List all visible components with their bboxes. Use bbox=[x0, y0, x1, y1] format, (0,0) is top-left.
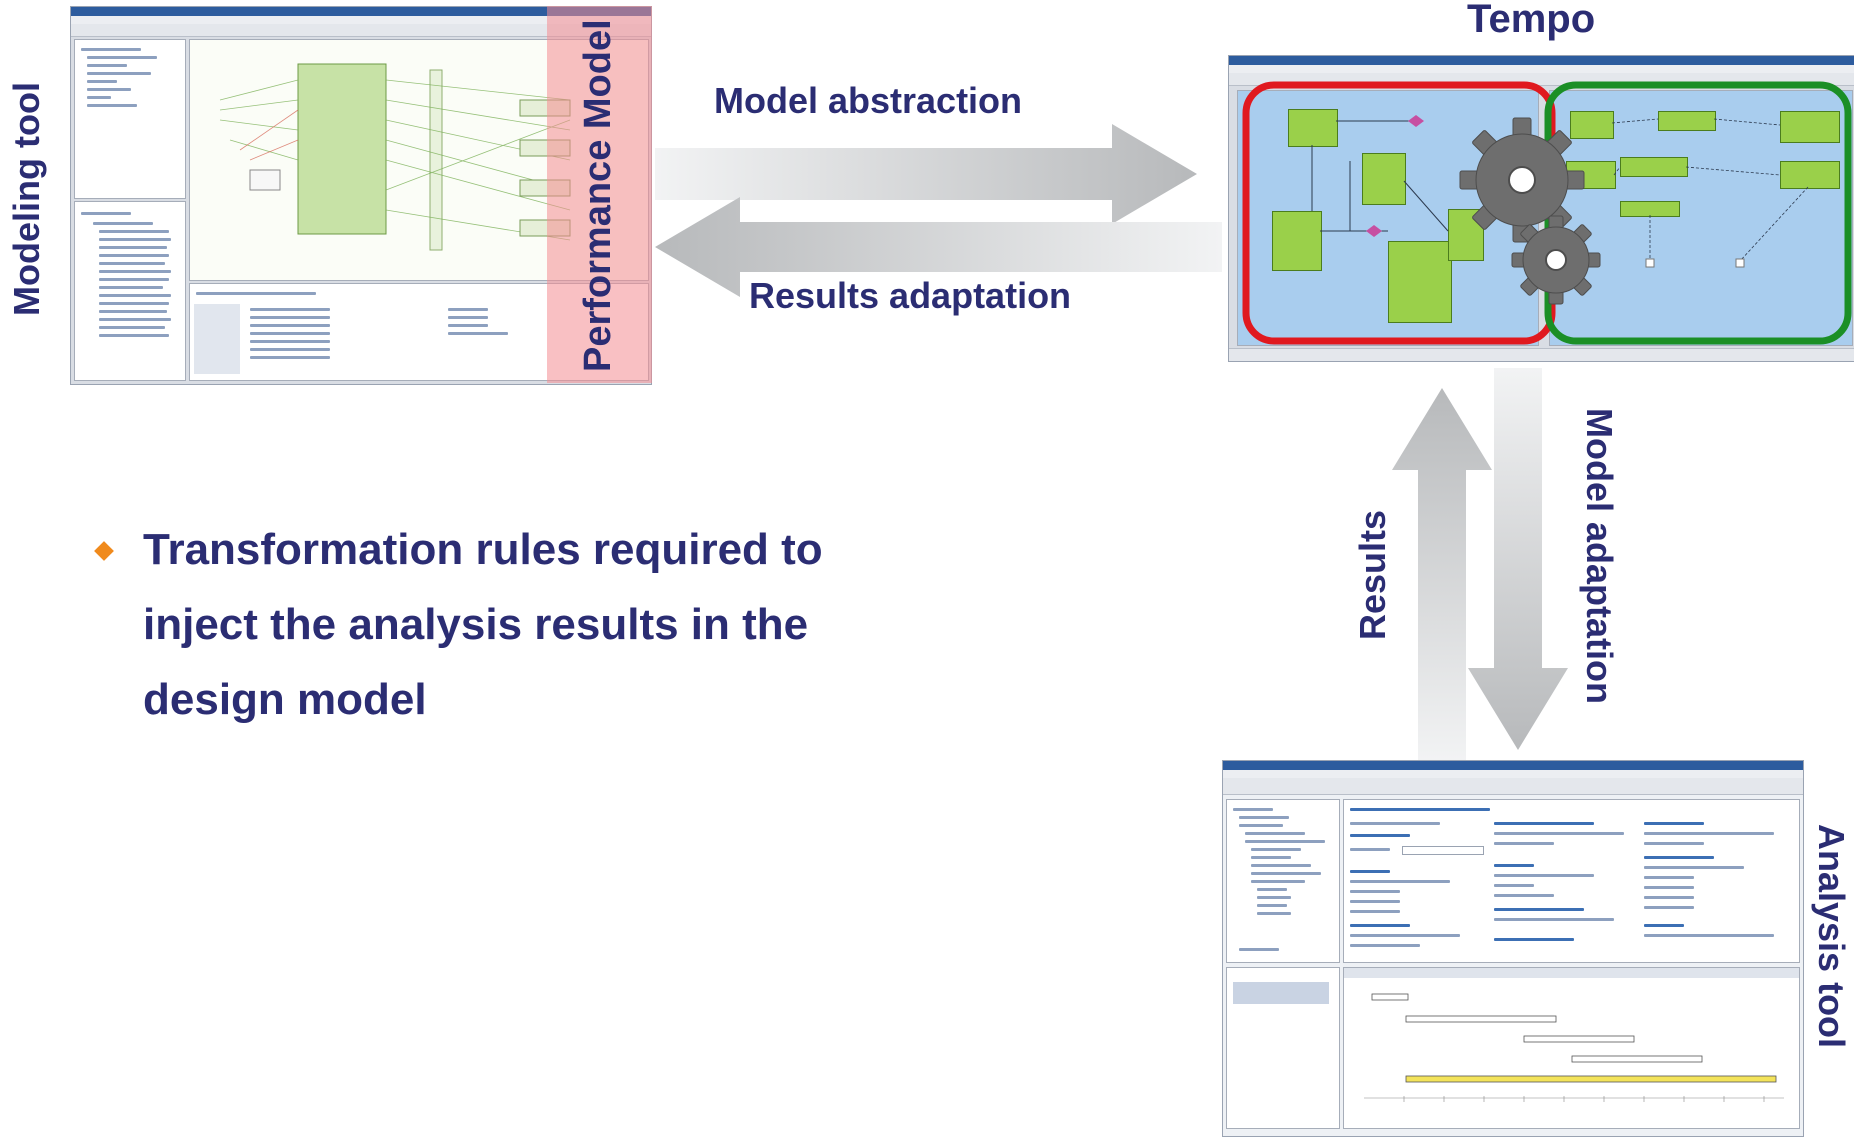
window-titlebar bbox=[1223, 761, 1803, 770]
tempo-overlay bbox=[1242, 81, 1852, 345]
results-arrow bbox=[1392, 388, 1492, 760]
results-adaptation-label: Results adaptation bbox=[749, 275, 1072, 316]
gear-icon bbox=[1459, 117, 1585, 243]
tempo-right-diagram bbox=[1549, 90, 1853, 346]
outline-pane bbox=[1226, 967, 1340, 1129]
toolbar bbox=[71, 24, 651, 37]
gear-icon bbox=[1511, 215, 1601, 305]
toolbar bbox=[1223, 778, 1803, 795]
bullet-line-1: Transformation rules required to bbox=[143, 525, 823, 574]
tempo-left-diagram bbox=[1237, 90, 1539, 346]
task-editor-form bbox=[1343, 799, 1800, 963]
window-titlebar bbox=[71, 7, 651, 16]
model-abstraction-label: Model abstraction bbox=[714, 80, 1023, 121]
gantt-chart-pane bbox=[1343, 967, 1800, 1129]
green-outline bbox=[1544, 81, 1852, 345]
bullet-line-3: design model bbox=[143, 675, 427, 724]
project-explorer-pane bbox=[74, 39, 186, 199]
performance-model-band bbox=[547, 6, 652, 383]
analysis-tool-screenshot bbox=[1222, 760, 1804, 1137]
analysis-tool-label: Analysis tool bbox=[1811, 824, 1852, 1049]
results-adaptation-arrow bbox=[655, 197, 1222, 297]
window-titlebar bbox=[1229, 56, 1854, 65]
results-label: Results bbox=[1352, 509, 1393, 640]
symtas-project-explorer bbox=[1226, 799, 1340, 963]
model-contents-pane bbox=[74, 201, 186, 381]
tempo-title: Tempo bbox=[1467, 0, 1596, 41]
model-adaptation-label: Model adaptation bbox=[1579, 408, 1620, 704]
model-adaptation-arrow bbox=[1468, 368, 1568, 750]
model-abstraction-arrow bbox=[655, 124, 1197, 224]
sequence-diagram-drawing bbox=[219, 63, 571, 251]
bullet-line-2: inject the analysis results in the bbox=[143, 600, 809, 649]
